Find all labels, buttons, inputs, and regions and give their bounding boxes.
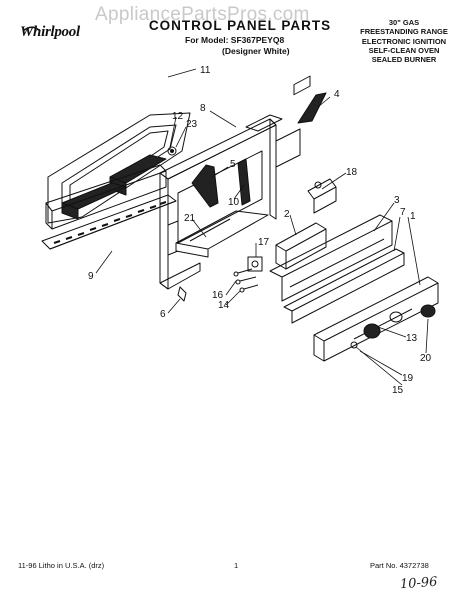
part-control-panel-frame — [159, 114, 301, 290]
callout: 2 — [284, 209, 290, 220]
callout: 3 — [394, 195, 400, 206]
callout: 23 — [186, 119, 198, 130]
page-number: 1 — [234, 561, 239, 570]
part-support-plate — [175, 210, 269, 258]
model-variant: (Designer White) — [222, 46, 290, 56]
handwritten-note: 10-96 — [399, 574, 438, 593]
footer-print-info: 11-96 Litho in U.S.A. (drz) — [18, 561, 105, 570]
spec-block: 30" GAS FREESTANDING RANGE ELECTRONIC IG… — [348, 18, 460, 64]
spec-line: ELECTRONIC IGNITION — [361, 36, 447, 46]
callout: 16 — [212, 290, 224, 301]
leader-lines — [95, 68, 429, 386]
callout: 21 — [184, 213, 196, 224]
callout: 14 — [218, 300, 230, 311]
callout: 19 — [402, 373, 414, 384]
part-screws — [177, 268, 259, 302]
spec-line: SEALED BURNER — [371, 55, 437, 65]
part-knobs — [350, 304, 436, 349]
part-clip — [167, 146, 177, 156]
callout: 15 — [392, 385, 404, 396]
callout: 5 — [230, 159, 236, 170]
part-trim-bar — [283, 248, 405, 324]
spec-line: 30" GAS — [388, 18, 420, 27]
callout: 10 — [228, 197, 240, 208]
callout: 11 — [200, 65, 211, 76]
callout: 9 — [88, 271, 94, 282]
part-control-module — [275, 75, 327, 270]
callout: 7 — [400, 207, 406, 218]
callout: 17 — [258, 237, 270, 248]
brand-logo: Whirlpool — [20, 24, 80, 40]
callout: 20 — [420, 353, 432, 364]
part-number: Part No. 4372738 — [370, 561, 429, 570]
watermark: AppliancePartsPros.com — [95, 4, 310, 25]
part-front-panel — [313, 276, 439, 362]
callout: 13 — [406, 333, 418, 344]
part-bracket-right — [297, 92, 327, 124]
model-number: For Model: SF367PEYQ8 — [185, 35, 285, 45]
callout-labels: 11 8 4 12 23 5 18 10 3 7 1 2 21 17 9 16 … — [88, 65, 432, 396]
callout: 12 — [172, 111, 184, 122]
spec-line: SELF-CLEAN OVEN — [368, 45, 440, 55]
spec-line: FREESTANDING RANGE — [360, 27, 448, 37]
part-bracket-left — [191, 158, 251, 208]
callout: 8 — [200, 103, 206, 114]
part-trim-strip — [41, 164, 177, 250]
brand-logo-swoosh — [22, 20, 40, 32]
part-switch — [307, 178, 337, 214]
part-ignition-switch — [247, 256, 263, 272]
callout: 4 — [334, 89, 340, 100]
page-title: CONTROL PANEL PARTS — [148, 18, 332, 33]
part-console-backing — [269, 214, 393, 302]
callout: 1 — [410, 211, 416, 222]
callout: 18 — [346, 167, 358, 178]
exploded-parts-diagram: 11 8 4 12 23 5 18 10 3 7 1 2 21 17 9 16 … — [41, 65, 439, 396]
callout: 6 — [160, 309, 166, 320]
part-insulation — [61, 154, 167, 220]
